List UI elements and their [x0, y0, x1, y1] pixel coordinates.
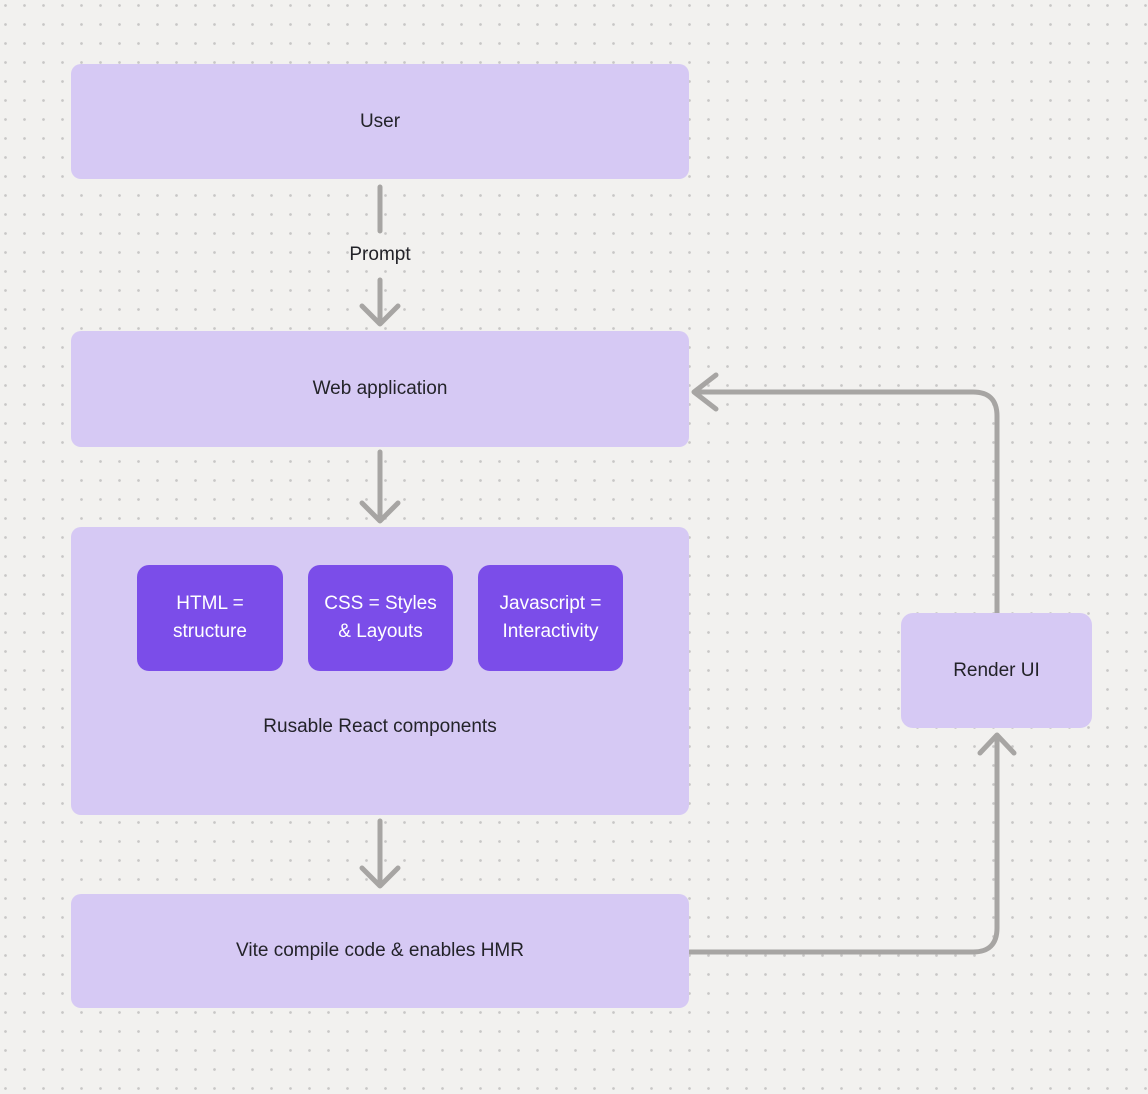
node-css-styles-line1: CSS = Styles [324, 593, 437, 614]
node-html-structure-line1: HTML = [176, 593, 244, 614]
node-css-styles-line2: & Layouts [338, 621, 423, 642]
arrow-group-to-vite-head [359, 865, 401, 889]
node-web-application-label: Web application [312, 378, 448, 399]
node-javascript-interactivity: Javascript = Interactivity [478, 565, 623, 671]
node-html-structure: HTML = structure [137, 565, 283, 671]
arrow-render-to-webapp-segment [697, 389, 1000, 616]
node-web-application: Web application [71, 331, 689, 447]
components-group-caption: Rusable React components [263, 716, 497, 737]
edge-label-prompt: Prompt [349, 244, 411, 265]
arrow-vite-to-render-head [977, 732, 1017, 756]
arrow-webapp-to-group-head [359, 500, 401, 524]
node-vite-label: Vite compile code & enables HMR [236, 940, 524, 961]
node-render-ui-label: Render UI [953, 659, 1040, 681]
node-javascript-interactivity-line1: Javascript = [499, 593, 602, 614]
node-html-structure-line2: structure [173, 621, 247, 642]
node-css-styles: CSS = Styles & Layouts [308, 565, 453, 671]
node-user-label: User [359, 110, 401, 132]
arrow-user-to-webapp-head [359, 303, 401, 327]
arrow-vite-to-render-segment [687, 737, 1000, 955]
node-user: User [71, 64, 689, 179]
node-render-ui: Render UI [901, 613, 1092, 728]
node-components-group: HTML = structure CSS = Styles & Layouts … [71, 527, 689, 815]
arrow-render-to-webapp-head [691, 372, 719, 412]
node-vite: Vite compile code & enables HMR [71, 894, 689, 1008]
node-javascript-interactivity-line2: Interactivity [502, 621, 599, 642]
